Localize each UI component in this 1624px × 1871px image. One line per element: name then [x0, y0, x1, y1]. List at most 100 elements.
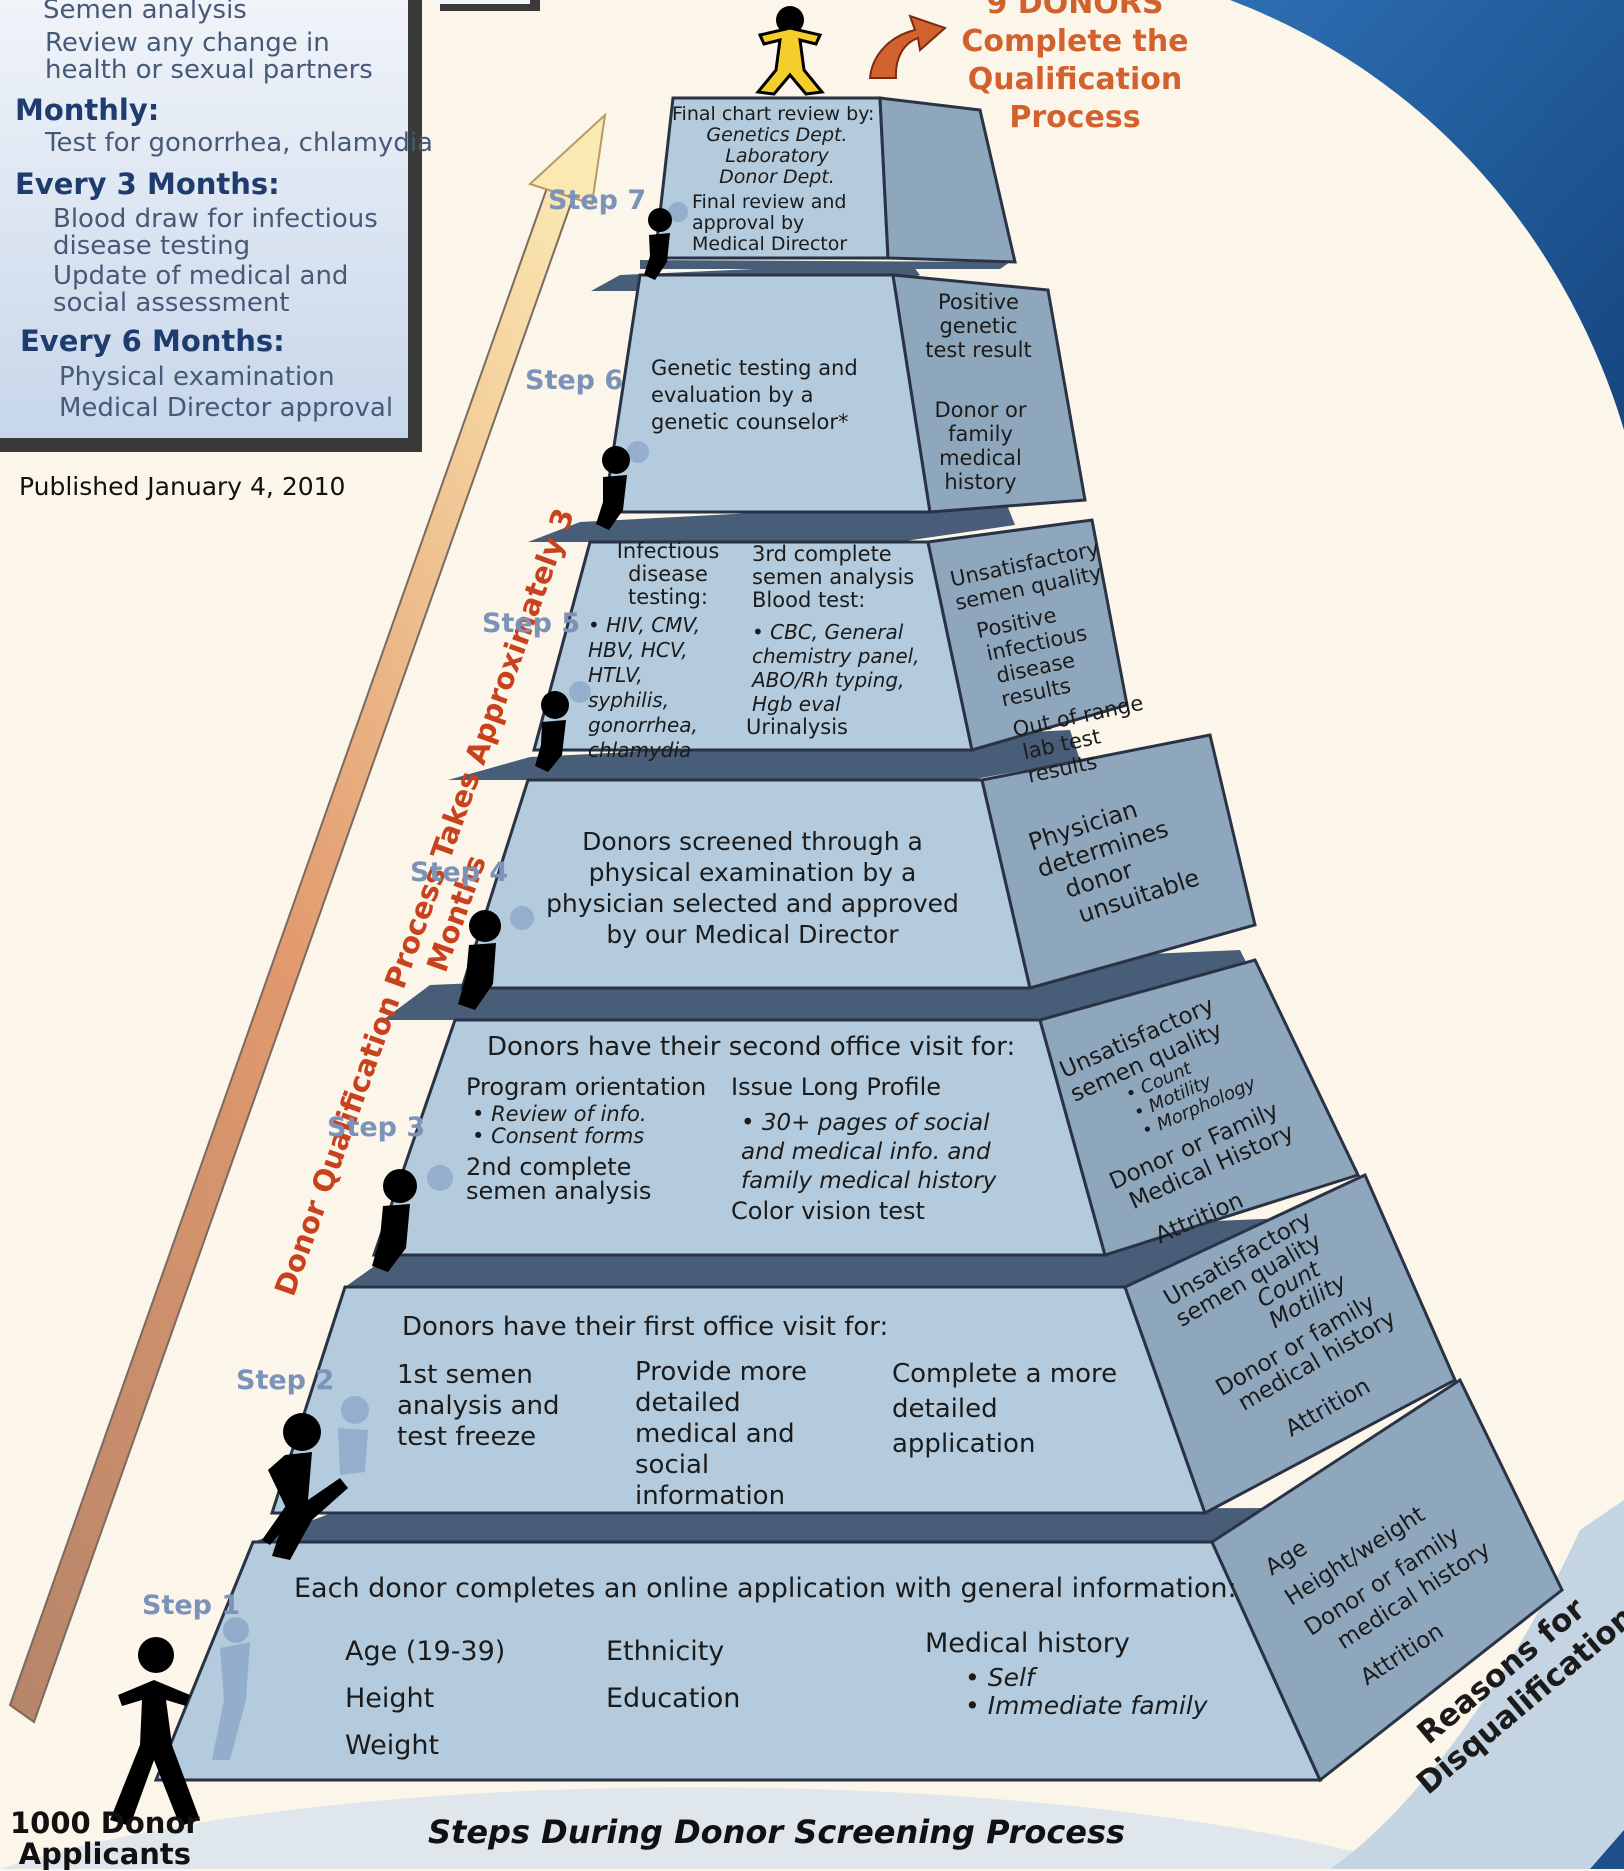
step1-item: Education	[606, 1683, 741, 1714]
step-label: Step 6	[525, 365, 624, 396]
top-right-swoosh	[1230, 0, 1624, 430]
step1-item: Medical history	[925, 1628, 1130, 1659]
step4-text: Donors screened through a physical exami…	[546, 827, 959, 949]
step-label: Step 5	[482, 608, 581, 639]
tier5-side	[926, 518, 1129, 752]
schedule-heading-every6: Every 6 Months:	[20, 324, 285, 358]
step3-bullet: 30+ pages of social and medical info. an…	[741, 1109, 1031, 1196]
step-label: Step 7	[548, 185, 647, 216]
schedule-item: Test for gonorrhea, chlamydia	[45, 128, 433, 158]
step3-item: Color vision test	[731, 1197, 925, 1225]
step7-extra: Final review and approval by Medical Dir…	[692, 191, 848, 255]
step3-item: 2nd complete semen analysis	[466, 1153, 652, 1205]
step3-bullet: Consent forms	[472, 1125, 706, 1147]
bottom-left-swoosh	[0, 1787, 1420, 1869]
published-date: Published January 4, 2010	[19, 472, 346, 501]
step5-bullet: HIV, CMV, HBV, HCV, HTLV, syphilis, gono…	[588, 613, 728, 763]
curved-arrow	[868, 14, 947, 79]
climber-step4-shadow	[510, 906, 534, 930]
step3-bullet: Review of info.	[472, 1103, 706, 1125]
step1-bullet: Immediate family	[965, 1692, 1208, 1720]
step6-text: Genetic testing and evaluation by a gene…	[651, 356, 858, 434]
qualification-arrow	[8, 112, 607, 1724]
climber-step2-shadow	[338, 1396, 369, 1475]
climber-step1	[110, 1637, 200, 1826]
climber-step2	[262, 1413, 348, 1560]
step5-col1: Infectious disease testing: HIV, CMV, HB…	[588, 540, 748, 763]
step3-item: Issue Long Profile	[731, 1073, 942, 1101]
top-result-line: Complete the	[961, 24, 1189, 59]
step6-reason-b: Donor or family medical history	[934, 398, 1027, 494]
tier4-side	[980, 733, 1257, 990]
schedule-heading-monthly: Monthly:	[15, 93, 160, 127]
step1-col1: Age (19-39) Height Weight	[345, 1628, 505, 1769]
step5-item: 3rd complete semen analysis	[752, 542, 915, 589]
step5-bullet: CBC, General chemistry panel, ABO/Rh typ…	[752, 620, 942, 716]
step2-intro: Donors have their first office visit for…	[402, 1312, 889, 1342]
step3-col2: Issue Long Profile 30+ pages of social a…	[731, 1072, 1031, 1227]
step7-dept: Laboratory	[725, 145, 829, 167]
top-result-line: Process	[1009, 100, 1141, 135]
step1-bullet: Self	[965, 1664, 1208, 1692]
top-result: 9 DONORS Complete the Qualification Proc…	[940, 0, 1210, 137]
tier7-side	[878, 96, 1017, 264]
step5-item: Infectious disease testing:	[616, 539, 720, 609]
donor-applicants-line: 1000 Donor	[10, 1806, 200, 1840]
climber-step3-shadow	[427, 1165, 453, 1191]
climber-step1-shadow	[212, 1617, 250, 1760]
step3-item: Program orientation	[466, 1073, 707, 1101]
bottom-right-corner	[1590, 1830, 1624, 1869]
tier6-side	[891, 273, 1087, 514]
step1-item: Height	[345, 1683, 435, 1714]
step5-col2: 3rd complete semen analysis Blood test: …	[746, 542, 942, 739]
step1-item: Weight	[345, 1730, 440, 1761]
donor-applicants-line: Applicants	[18, 1837, 192, 1871]
step-label: Step 3	[327, 1112, 426, 1143]
step6-reason-a: Positive genetic test result	[925, 290, 1032, 362]
step7-dept: Donor Dept.	[719, 166, 835, 188]
step2-col3: Complete a more detailed application	[892, 1359, 1118, 1459]
schedule-top-corner	[430, 0, 540, 11]
step7-title: Final chart review by:	[672, 103, 875, 125]
step1-col2: Ethnicity Education	[606, 1628, 740, 1722]
tier1-side	[1210, 1377, 1564, 1783]
step1-intro: Each donor completes an online applicati…	[294, 1573, 1237, 1604]
tier3-side	[1038, 958, 1361, 1257]
schedule-item: Physical examination	[59, 362, 335, 392]
climber-step4	[458, 910, 501, 1010]
schedule-item: Review any change in health or sexual pa…	[45, 28, 373, 85]
climber-step6-shadow	[627, 441, 649, 463]
step1-item: Age (19-39)	[345, 1636, 506, 1667]
climber-step5-shadow	[569, 681, 591, 703]
climber-step6	[596, 446, 630, 530]
step1-item: Ethnicity	[606, 1636, 725, 1667]
step7-depts: Genetics Dept. Laboratory Donor Dept.	[672, 125, 882, 188]
schedule-heading-every3: Every 3 Months:	[15, 167, 280, 201]
schedule-item: Medical Director approval	[59, 393, 394, 423]
climber-step5	[535, 691, 569, 772]
step5-item: Blood test:	[752, 588, 866, 612]
step-label: Step 4	[410, 857, 509, 888]
step-label: Step 1	[142, 1590, 241, 1621]
schedule-item: Update of medical and social assessment	[53, 261, 349, 318]
donor-applicants-label: 1000 Donor Applicants	[10, 1808, 200, 1870]
climber-figures	[110, 6, 947, 1826]
step3-intro: Donors have their second office visit fo…	[487, 1032, 1016, 1062]
step2-col1: 1st semen analysis and test freeze	[397, 1360, 560, 1452]
schedule-box	[0, 0, 422, 452]
schedule-item: Semen analysis	[43, 0, 247, 25]
step-label: Step 2	[236, 1365, 335, 1396]
schedule-item: Blood draw for infectious disease testin…	[53, 204, 378, 261]
tier2-side	[1123, 1172, 1457, 1516]
step7-dept: Genetics Dept.	[706, 124, 848, 146]
top-result-line: Qualification	[967, 62, 1183, 97]
step2-col2: Provide more detailed medical and social…	[635, 1357, 807, 1511]
step5-item: Urinalysis	[746, 715, 848, 739]
climber-step3	[372, 1169, 417, 1272]
footer-title: Steps During Donor Screening Process	[428, 1813, 1126, 1851]
top-figure	[755, 6, 825, 96]
step3-col1: Program orientation Review of info. Cons…	[466, 1072, 706, 1203]
top-result-line: 9 DONORS	[986, 0, 1164, 21]
climber-step7-shadow	[668, 202, 688, 222]
